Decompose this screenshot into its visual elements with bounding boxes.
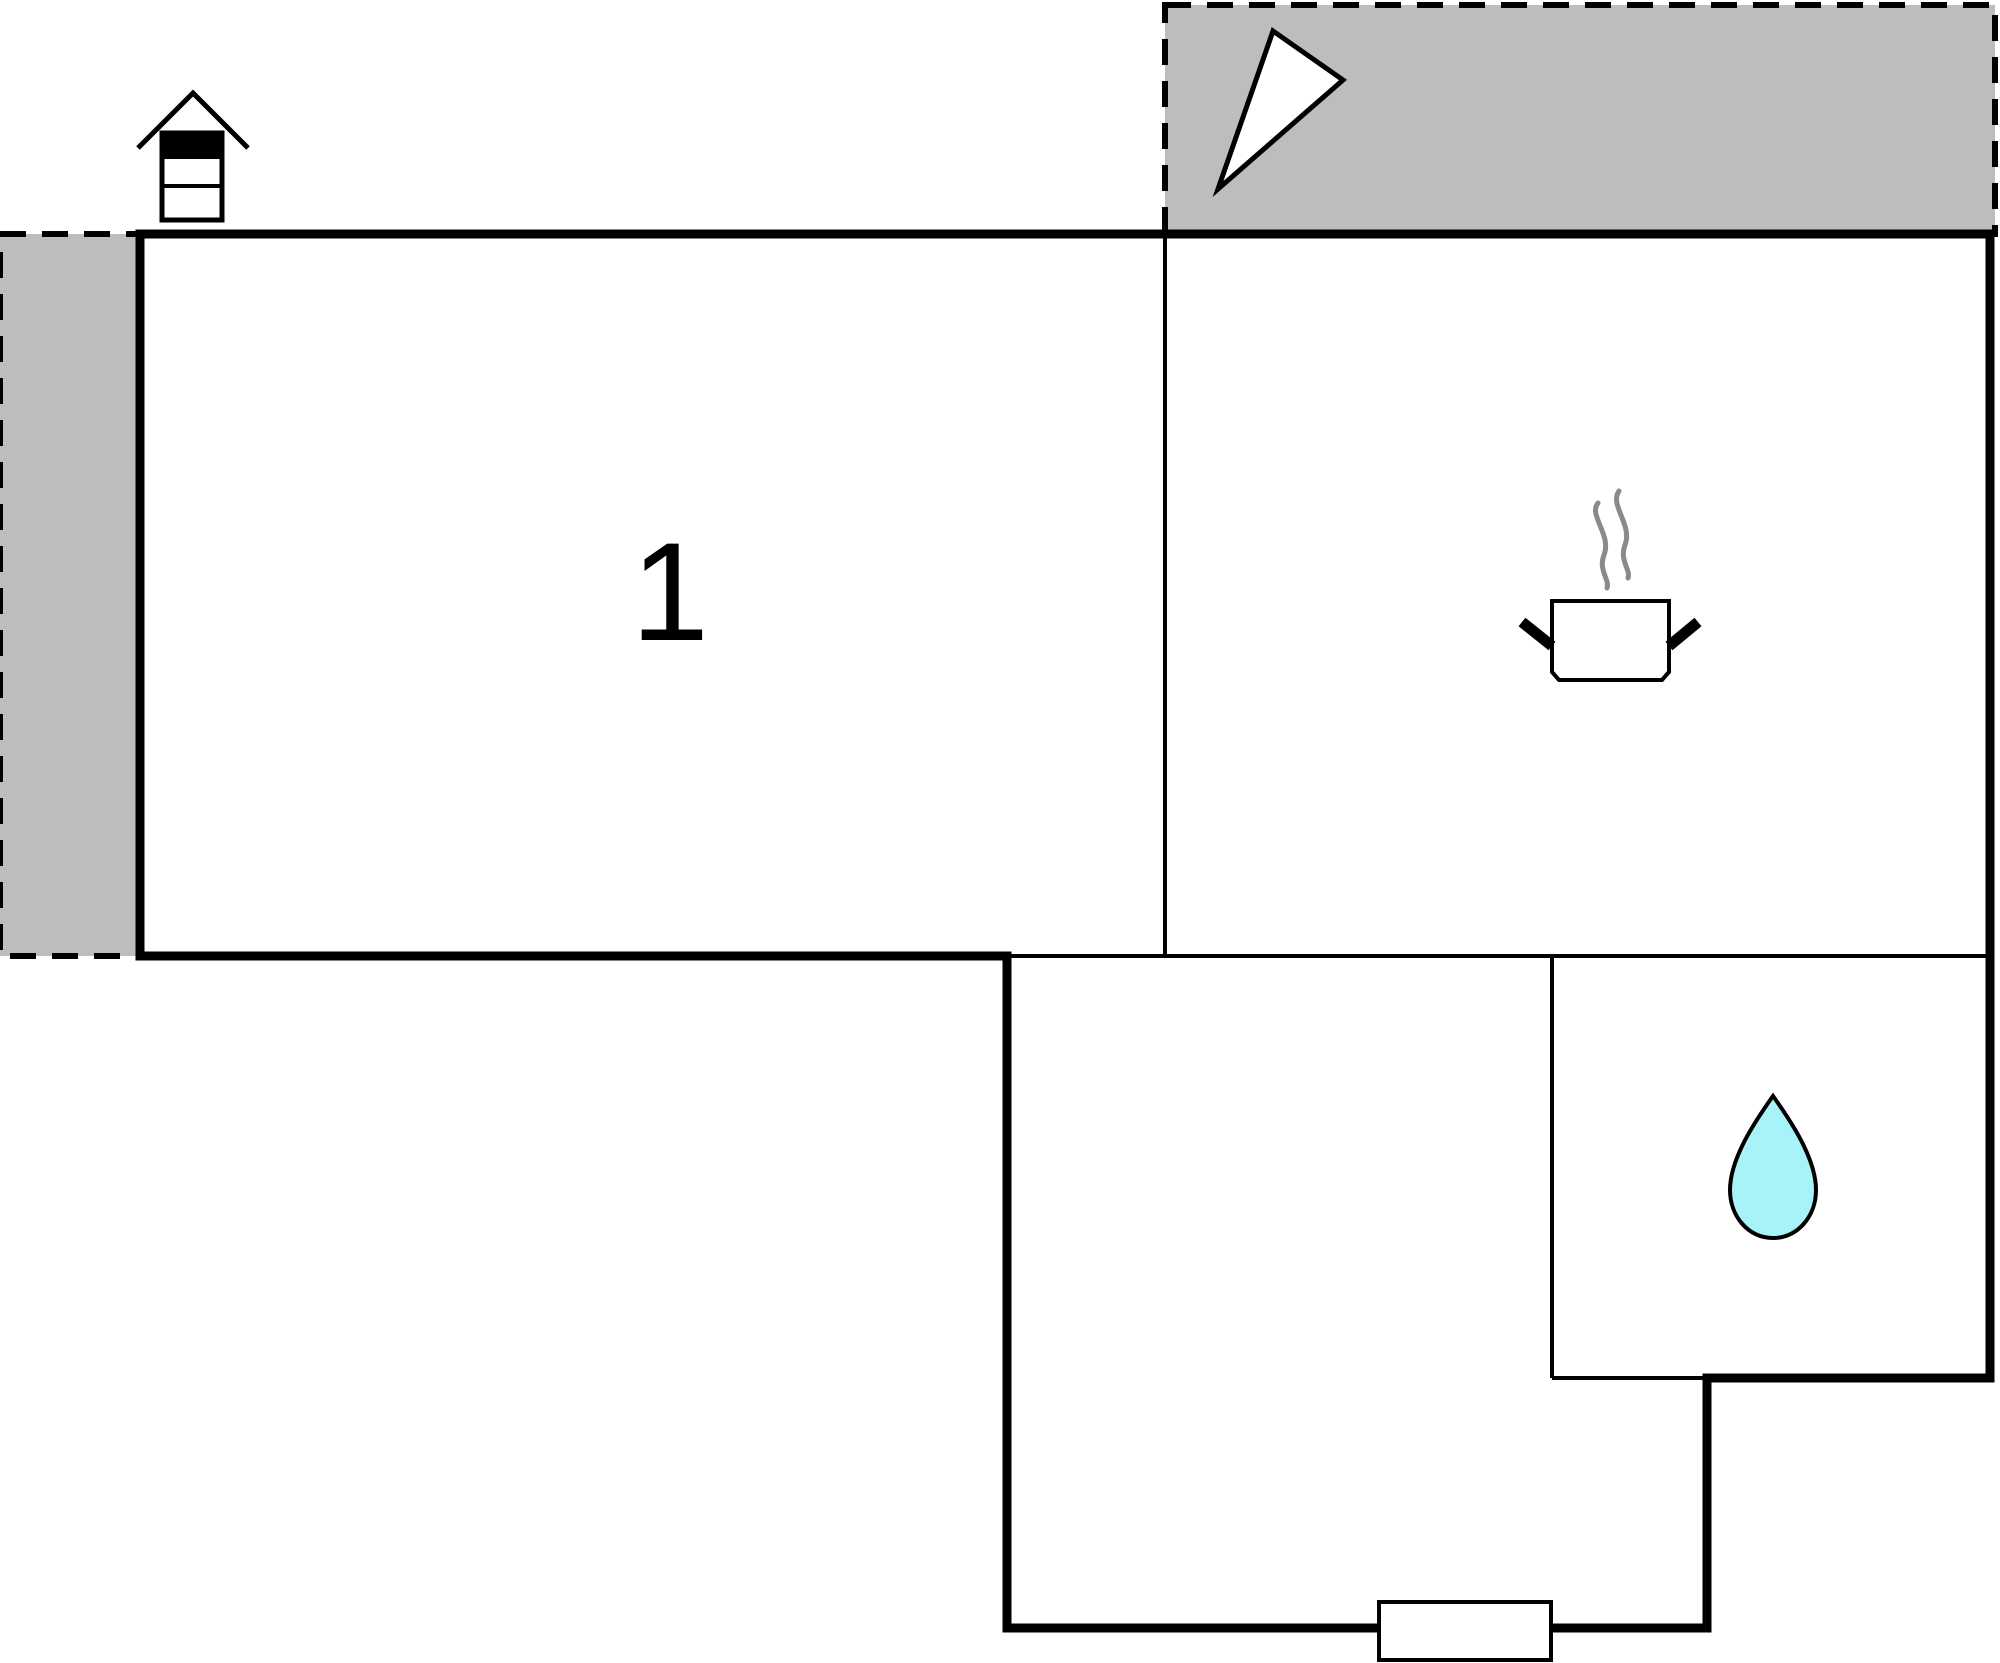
stairs-up-icon xyxy=(136,89,250,223)
kitchen-area xyxy=(1165,234,1990,956)
room-1-label: 1 xyxy=(631,513,709,670)
terrace-triangle-icon xyxy=(1212,27,1348,198)
room-1-area xyxy=(140,234,1165,956)
terrace-area xyxy=(1162,2,1998,237)
exterior-wall xyxy=(135,229,1995,1633)
balcony-area xyxy=(0,231,143,959)
hall-area xyxy=(1007,956,1552,1628)
entrance-door-icon xyxy=(1377,1600,1553,1662)
water-drop-icon xyxy=(1727,1092,1819,1241)
kitchen-pot-icon xyxy=(1518,488,1702,682)
